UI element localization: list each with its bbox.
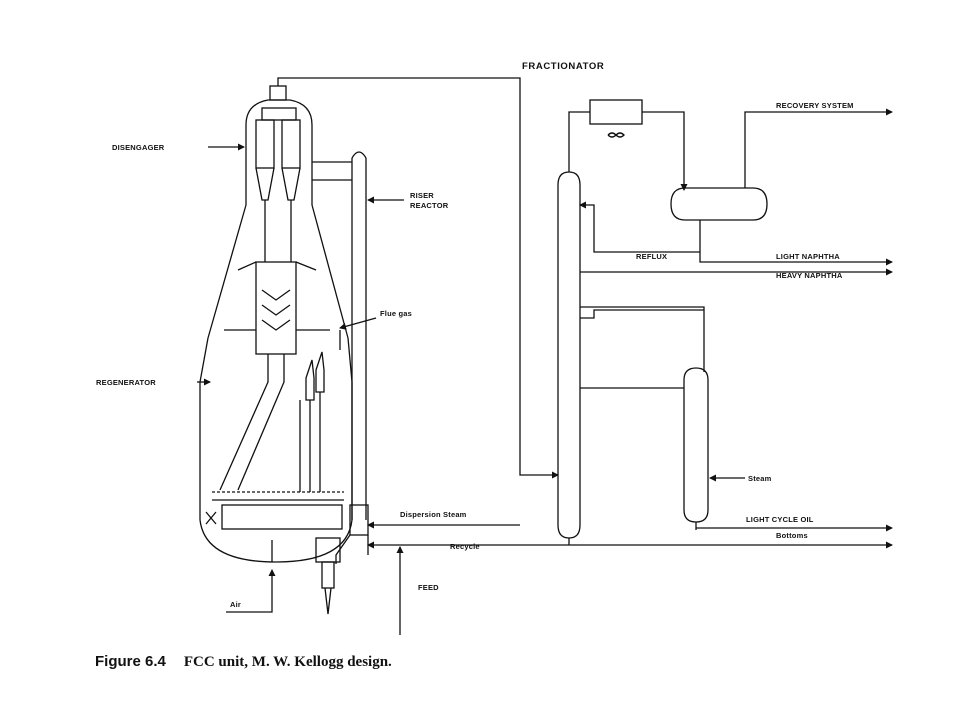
feed-label: FEED <box>418 583 439 592</box>
figure-number: Figure 6.4 <box>95 653 166 670</box>
regenerator-label: REGENERATOR <box>96 378 156 387</box>
accumulator-drum <box>579 108 893 266</box>
air-line <box>226 569 276 613</box>
reactor-label: REACTOR <box>410 201 449 210</box>
figure-caption: Figure 6.4 FCC unit, M. W. Kellogg design… <box>95 653 392 671</box>
fractionator-label: FRACTIONATOR <box>522 61 604 72</box>
recycle-label: Recycle <box>450 542 480 551</box>
reactor-overhead-line <box>277 77 559 479</box>
fractionator-column <box>557 171 581 545</box>
stripper-section <box>219 261 330 491</box>
light-cycle-oil-label: LIGHT CYCLE OIL <box>746 515 814 524</box>
side-stripper <box>580 306 893 532</box>
riser-label: RISER <box>410 191 434 200</box>
heavy-naphtha-label: HEAVY NAPHTHA <box>776 271 843 280</box>
disengager-label: DISENGAGER <box>112 143 165 152</box>
riser-reactor <box>312 151 369 615</box>
reflux-label: REFLUX <box>636 252 667 261</box>
figure-caption-text: FCC unit, M. W. Kellogg design. <box>183 654 392 670</box>
air-label: Air <box>230 600 241 609</box>
reactor-regenerator-vessel <box>199 85 353 563</box>
flue-gas-label: Flue gas <box>380 309 412 318</box>
bottoms-label: Bottoms <box>776 531 808 540</box>
steam-label: Steam <box>748 474 772 483</box>
disengager-cyclones <box>255 107 301 262</box>
dispersion-steam-label: Dispersion Steam <box>400 510 467 519</box>
light-naphtha-label: LIGHT NAPHTHA <box>776 252 840 261</box>
flue-gas-leader <box>339 317 377 330</box>
overhead-condenser <box>568 99 688 191</box>
recovery-system-label: RECOVERY SYSTEM <box>776 101 854 110</box>
regenerator-internals <box>205 351 344 562</box>
